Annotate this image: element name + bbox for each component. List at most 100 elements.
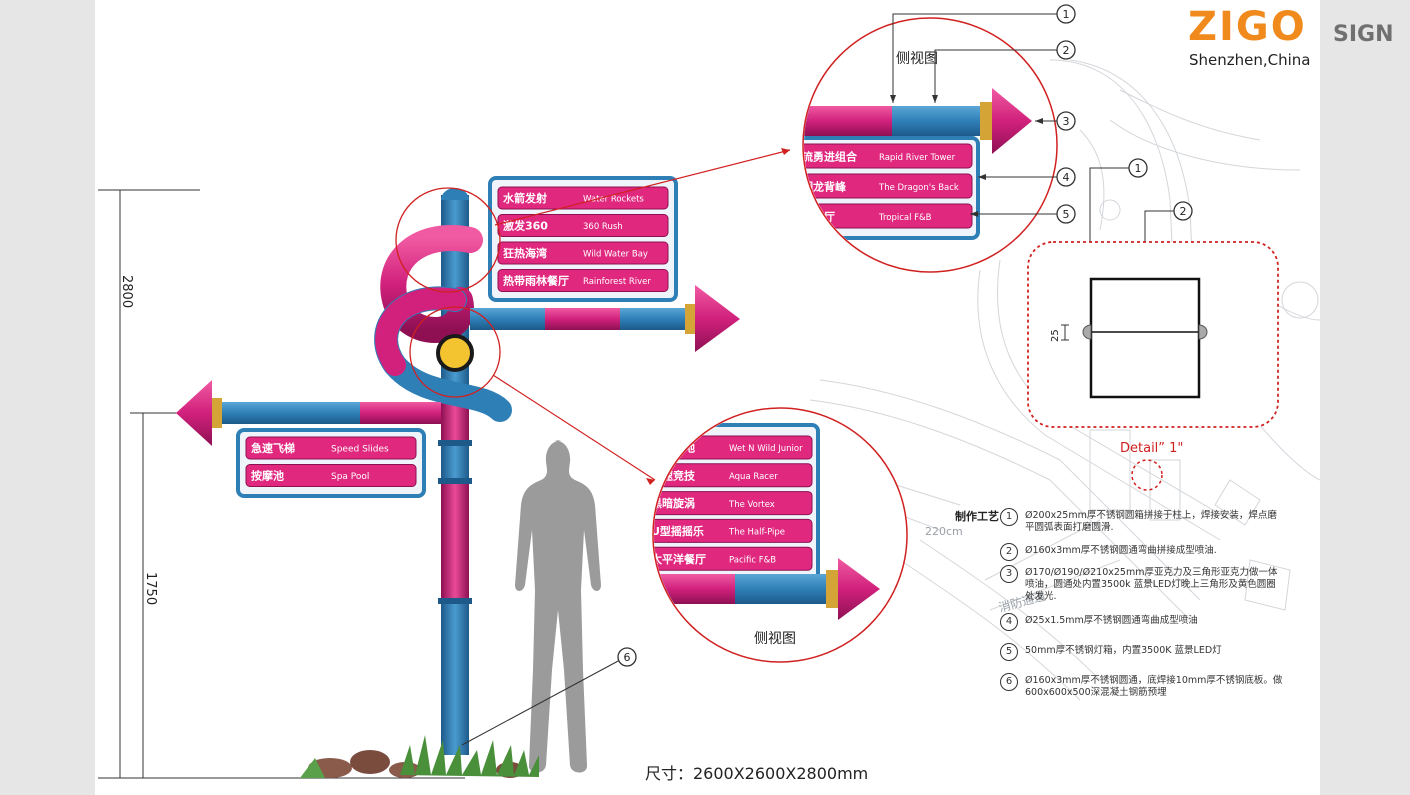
note-number: 4 (1000, 613, 1018, 631)
note-text: Ø200x25mm厚不锈钢圆箱拼接于柱上，焊接安装，焊点磨平圆弧表面打磨圆滑. (1025, 510, 1277, 533)
highlight-circle-top (395, 187, 501, 293)
panel-cn-label: 狂热海湾 (503, 246, 547, 260)
panel-cn-label: 急速飞梯 (251, 441, 295, 455)
panel-en-label: Rainforest River (583, 277, 651, 287)
detail-label: Detail” 1" (1120, 441, 1183, 456)
panel-cn-label: 按摩池 (251, 468, 284, 482)
sign-panel-bg (804, 143, 973, 169)
sign-panel-bg (804, 203, 973, 229)
callout-number-text: 5 (1063, 208, 1070, 221)
callout-3: 3 (1056, 111, 1076, 131)
callout-2: 2 (1056, 40, 1076, 60)
logo-wordmark: ZIGO (1188, 4, 1307, 50)
note-number: 1 (1000, 508, 1018, 526)
panel-en-label: Water Rockets (583, 195, 644, 205)
upper-sign-panel-2: 激发360 360 Rush (497, 214, 669, 237)
highlight-circle-mid (409, 306, 501, 398)
logo-city: Shenzhen,China (1189, 51, 1311, 69)
panel-cn-label: 飞翔龙背峰 (791, 179, 847, 193)
drawing-sheet: 消防通道 220cm 2800 1750 (95, 0, 1320, 795)
side-view-label-top: 侧视图 (896, 51, 938, 67)
main-pole (438, 188, 472, 755)
panel-en-label: Rapid River Tower (879, 153, 956, 163)
callout-numbers: 1 2 3 4 5 6 1 2 (617, 4, 1193, 667)
note-text: Ø160x3mm厚不锈钢圆通，底焊接10mm厚不锈钢底板。做600x600x50… (1025, 675, 1283, 698)
slide-tube (374, 225, 512, 422)
zoom-bottom-panel-2: 竞速竞技 Aqua Racer (651, 463, 813, 488)
note-5: 5 50mm厚不锈钢灯箱，内置3500K 蓝景LED灯 (1000, 643, 1285, 661)
callout-number-text: 4 (1063, 171, 1070, 184)
overall-size-label: 尺寸：2600X2600X2800mm (645, 764, 869, 783)
panel-en-label: The Half-Pipe (728, 528, 785, 538)
note-text: Ø25x1.5mm厚不锈钢圆通弯曲成型喷油 (1025, 615, 1198, 626)
zoom-top-panel-1: 激流勇进组合 Rapid River Tower (791, 143, 973, 169)
panel-cn-label: U型摇摇乐 (651, 524, 704, 538)
panel-cn-label: 水箭发射 (503, 191, 547, 205)
sign-panel-bg (654, 463, 813, 488)
zoom-arrow-bottom (492, 374, 656, 481)
panel-en-label: Aqua Racer (729, 472, 778, 482)
note-text: Ø170/Ø190/Ø210x25mm厚亚克力及三角形亚克力做一体喷油，圆通处内… (1025, 567, 1278, 602)
upper-sign-panel-3: 狂热海湾 Wild Water Bay (497, 241, 669, 265)
height-1750-label: 1750 (143, 572, 158, 605)
human-silhouette (515, 440, 601, 773)
zoom-arrow-top (494, 149, 791, 226)
sign-drawing: 消防通道 220cm 2800 1750 (98, 4, 1320, 779)
callout-number-text: 2 (1063, 44, 1070, 57)
callout-number-text: 6 (624, 651, 631, 664)
note-3: 3 Ø170/Ø190/Ø210x25mm厚亚克力及三角形亚克力做一体喷油，圆通处… (1000, 565, 1285, 603)
notes-title: 制作工艺： (955, 510, 1010, 523)
logo-suffix: SIGN (1333, 22, 1394, 47)
panel-cn-label: 激发360 (503, 218, 548, 232)
upper-sign-panel-4: 热带雨林餐厅 Rainforest River (497, 269, 669, 292)
detail-height-label: 25 (1050, 329, 1061, 342)
detail-box (1027, 241, 1279, 428)
clearance-label: 220cm (925, 525, 963, 538)
sign-panel-bg (497, 269, 669, 292)
sign-panel-bg (497, 186, 669, 210)
callout-6: 6 (617, 647, 637, 667)
note-text: Ø160x3mm厚不锈钢圆通弯曲拼接成型喷油. (1025, 545, 1217, 556)
sign-panel-bg (654, 546, 813, 571)
sign-panel-bg (654, 518, 813, 543)
callout-number-text: 1 (1135, 162, 1142, 175)
panel-cn-label: 竞速竞技 (651, 468, 696, 482)
panel-cn-label: 太平洋餐厅 (650, 552, 706, 566)
callout-1: 1 (1056, 4, 1076, 24)
panel-cn-label: 黑暗旋涡 (651, 496, 695, 510)
yellow-ring (436, 334, 474, 372)
panel-en-label: Wild Water Bay (583, 250, 648, 260)
site-plan-background (809, 59, 1320, 701)
panel-en-label: The Dragon's Back (878, 183, 959, 193)
callout-6-leader (461, 659, 621, 746)
callout-2: 2 (1173, 201, 1193, 221)
sign-panel-bg (804, 173, 973, 199)
note-4: 4 Ø25x1.5mm厚不锈钢圆通弯曲成型喷油 (1000, 613, 1285, 631)
left-sign-panel-2: 按摩池 Spa Pool (245, 464, 417, 487)
dimension-lines (98, 189, 465, 779)
panel-cn-label: 激流勇进组合 (791, 149, 858, 163)
panel-en-label: Pacific F&B (729, 555, 776, 565)
base-plants-rocks (300, 735, 539, 778)
callout-number-text: 1 (1063, 8, 1070, 21)
panel-en-label: The Vortex (728, 500, 775, 510)
note-number: 3 (1000, 565, 1018, 583)
note-number: 5 (1000, 643, 1018, 661)
zoom-top-panel-2: 飞翔龙背峰 The Dragon's Back (791, 173, 973, 199)
panel-en-label: Tropical F&B (878, 213, 932, 223)
callout-5: 5 (1056, 204, 1076, 224)
panel-en-label: Spa Pool (331, 472, 369, 482)
panel-en-label: 360 Rush (583, 222, 623, 232)
side-view-label-bottom: 侧视图 (754, 631, 796, 647)
sign-panel-bg (245, 464, 417, 487)
note-text: 50mm厚不锈钢灯箱，内置3500K 蓝景LED灯 (1025, 645, 1222, 656)
zoom-bottom-panel-4: U型摇摇乐 The Half-Pipe (651, 518, 813, 543)
callout-4: 4 (1056, 167, 1076, 187)
panel-cn-label: 热带雨林餐厅 (503, 273, 569, 287)
note-number: 2 (1000, 543, 1018, 561)
zoom-bottom-panel-5: 太平洋餐厅 Pacific F&B (650, 546, 813, 571)
